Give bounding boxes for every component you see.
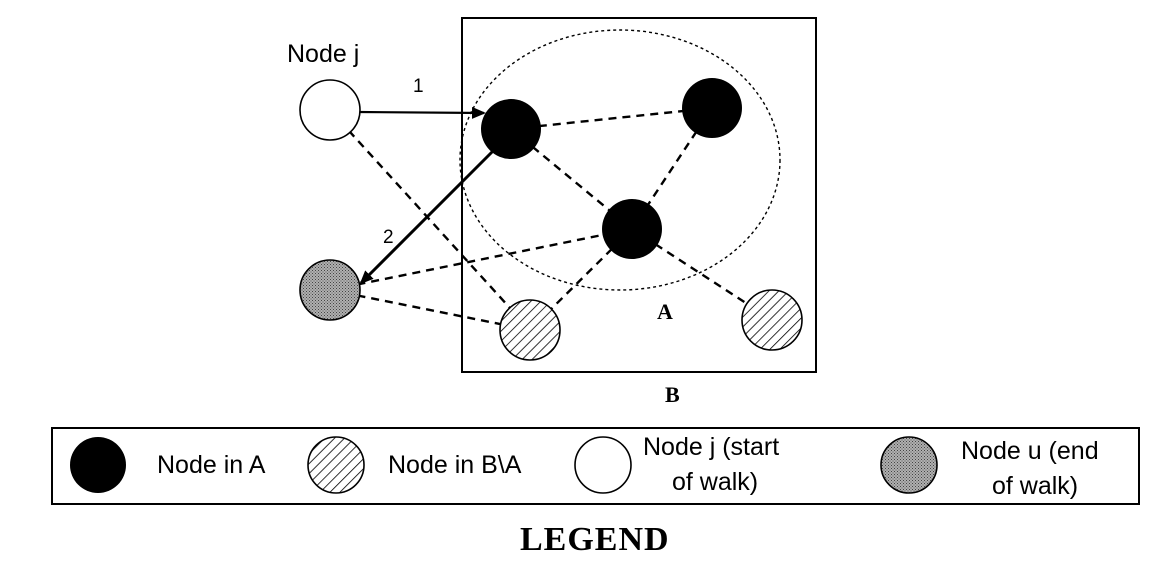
legend-label-node-j-line2: of walk) (672, 468, 758, 496)
walk-arrow-2 (359, 148, 496, 285)
node-in-a-2 (682, 78, 742, 138)
edge-u-a3 (329, 227, 633, 292)
legend-swatch-node-u (880, 436, 938, 494)
edge-label-2: 2 (383, 227, 394, 248)
edge-a2-a3 (630, 107, 714, 230)
legend-swatch-node-in-b-minus-a (307, 436, 365, 494)
edge-a1-a2 (510, 106, 713, 131)
legend-label-node-u-line1: Node u (end (961, 437, 1099, 465)
node-in-a-1 (481, 99, 541, 159)
node-in-b-minus-a-2 (741, 289, 803, 351)
edge-label-1: 1 (413, 76, 424, 97)
region-a-label: A (657, 299, 673, 324)
walk-arrow-1 (357, 106, 486, 119)
edge-u-h1 (329, 288, 531, 332)
legend-label-node-j-line1: Node j (start (643, 433, 779, 461)
dashed-edges (329, 106, 773, 332)
node-j (299, 79, 361, 141)
node-u (299, 259, 361, 321)
legend-box (51, 427, 1140, 505)
edge-j-h1 (329, 109, 531, 331)
node-in-b-minus-a-1 (499, 299, 561, 361)
region-a-ellipse (459, 29, 781, 291)
node-j-label: Node j (287, 40, 359, 68)
legend-label-node-u-line2: of walk) (992, 472, 1078, 500)
legend-title: LEGEND (520, 521, 670, 558)
node-in-a-3 (602, 199, 662, 259)
region-b-box (461, 17, 817, 373)
legend-swatch-node-in-a (70, 437, 126, 493)
region-b-label: B (665, 382, 680, 407)
legend-swatch-node-j (574, 436, 632, 494)
legend-label-node-in-a: Node in A (157, 451, 266, 479)
legend-label-node-in-b-minus-a: Node in B\A (388, 451, 522, 479)
legend: Node in A Node in B\A Node j (start of w… (51, 427, 1140, 505)
